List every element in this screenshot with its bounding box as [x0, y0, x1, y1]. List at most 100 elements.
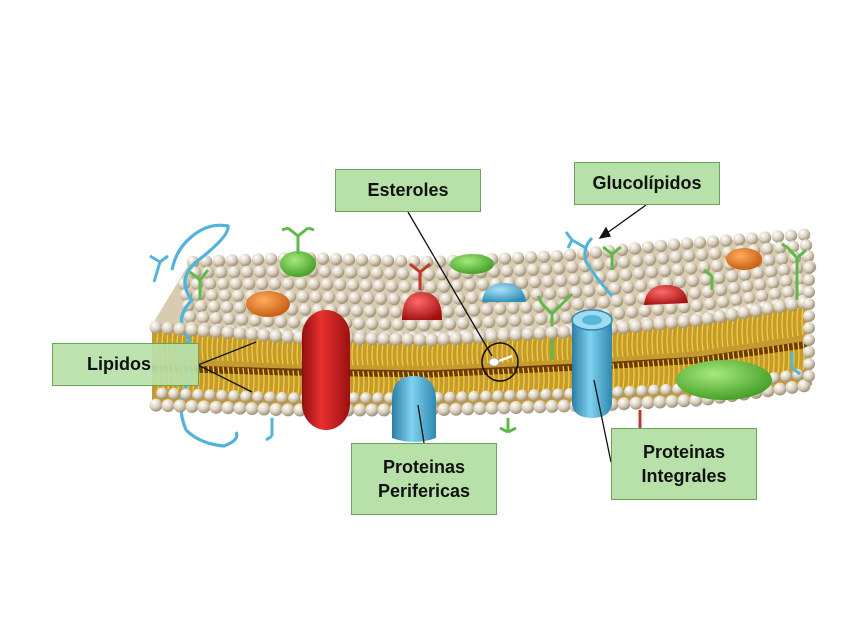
lipid-head [520, 301, 532, 313]
lipid-head [633, 267, 645, 279]
lipid-head [739, 269, 751, 281]
lipid-head [618, 397, 631, 410]
lipid-head [630, 397, 643, 410]
lipid-head [558, 326, 571, 339]
lipid-head [252, 253, 264, 265]
lipid-head [258, 329, 271, 342]
lipid-head [726, 270, 738, 282]
lipid-head [496, 315, 508, 327]
lipid-head [213, 255, 225, 267]
lipid-head [687, 275, 699, 287]
lipid-head [522, 314, 534, 326]
lipid-head [440, 293, 452, 305]
lipid-head [759, 231, 771, 243]
lipid-head [691, 300, 703, 312]
lipid-head [657, 252, 669, 264]
lipid-head [564, 249, 576, 261]
lipid-head [726, 308, 739, 321]
lipid-head [470, 317, 482, 329]
lipid-head [613, 307, 625, 319]
lipid-head [544, 288, 556, 300]
lipid-head [546, 326, 559, 339]
lipid-head [642, 241, 654, 253]
lipid-head [323, 291, 335, 303]
lipid-head [390, 306, 402, 318]
lipid-head [746, 232, 758, 244]
lipid-head [267, 265, 279, 277]
lipid-head [379, 318, 391, 330]
lipid-head [780, 370, 792, 382]
lipid-head [558, 400, 571, 413]
lipid-head [624, 386, 636, 398]
lipid-head [390, 333, 403, 346]
label-proteinas-integrales: Proteinas Integrales [611, 428, 757, 500]
lipid-head [362, 292, 374, 304]
lipid-head [785, 229, 797, 241]
lipid-head [763, 254, 775, 266]
lipid-head [535, 313, 547, 325]
lipid-head [486, 330, 499, 343]
lipid-head [321, 278, 333, 290]
lipid-head [803, 322, 815, 334]
peripheral-protein-blue [392, 376, 436, 442]
lipid-head [590, 246, 602, 258]
lipid-head [709, 248, 721, 260]
lipid-head [450, 403, 463, 416]
lipid-head [330, 253, 342, 265]
lipid-head [743, 292, 755, 304]
lipid-head [462, 331, 475, 344]
lipid-head [767, 277, 779, 289]
lipid-head [769, 288, 781, 300]
sugar-blue-left-icon [150, 256, 168, 282]
lipid-head [192, 389, 204, 401]
lipid-head [546, 400, 559, 413]
lipid-head [483, 316, 495, 328]
lipid-head [180, 388, 192, 400]
lipid-head [674, 276, 686, 288]
label-esteroles: Esteroles [335, 169, 481, 212]
lipid-head [778, 264, 790, 276]
lipid-head [254, 265, 266, 277]
lipid-head [354, 404, 367, 417]
lipid-head [198, 324, 211, 337]
lipid-head [402, 333, 415, 346]
integral-protein-red [302, 310, 350, 430]
label-proteinas-perifericas: Proteinas Perifericas [351, 443, 497, 515]
lipid-head [612, 386, 624, 398]
lipid-head [803, 334, 815, 346]
lipid-head [525, 251, 537, 263]
lipid-head [150, 321, 163, 334]
lipid-head [750, 304, 763, 317]
lipid-head [552, 388, 564, 400]
lipid-head [501, 265, 513, 277]
lipid-head [774, 383, 787, 396]
lipid-head [702, 312, 715, 325]
lipid-head [516, 389, 528, 401]
lipid-head [276, 392, 288, 404]
lipid-head [204, 389, 216, 401]
lipid-head [528, 389, 540, 401]
lipid-head [412, 281, 424, 293]
lipid-head [666, 316, 679, 329]
lipid-head [310, 291, 322, 303]
lipid-head [681, 237, 693, 249]
lipid-head [711, 260, 723, 272]
lipid-head [174, 400, 187, 413]
lipid-head [382, 255, 394, 267]
lipid-head [282, 278, 294, 290]
lipid-head [397, 268, 409, 280]
lipid-head [566, 261, 578, 273]
lipid-head [288, 392, 300, 404]
lipid-head [803, 274, 815, 286]
lipid-head [343, 253, 355, 265]
lipid-head [353, 318, 365, 330]
lipid-head [388, 293, 400, 305]
lipid-head [366, 404, 379, 417]
lipid-head [462, 402, 475, 415]
lipid-head [803, 370, 815, 382]
lipid-head [418, 319, 430, 331]
lipid-head [624, 293, 636, 305]
lipid-head [642, 319, 655, 332]
lipid-head [347, 279, 359, 291]
lipid-head [592, 259, 604, 271]
